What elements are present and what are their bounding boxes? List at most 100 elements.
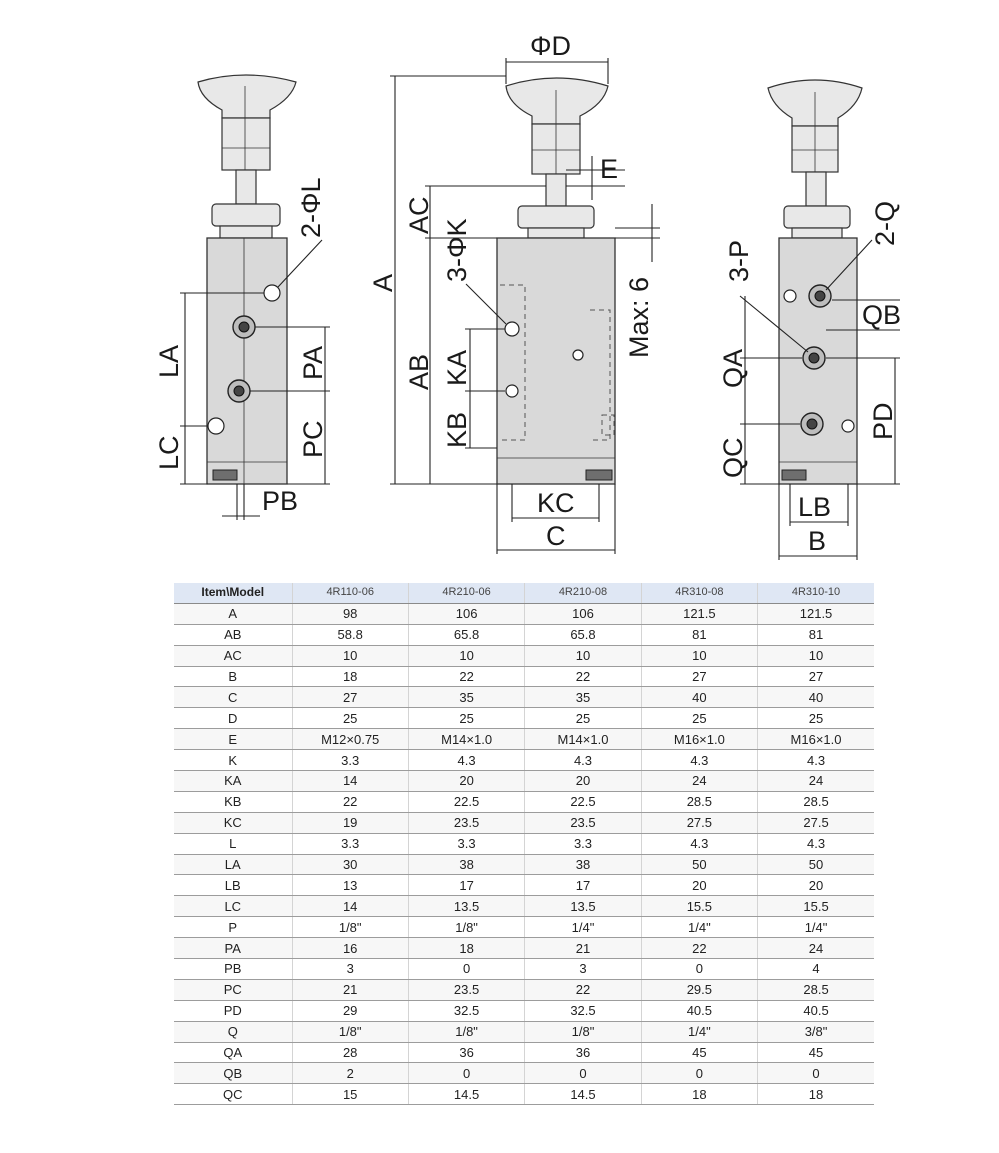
table-item-cell: LC (174, 895, 292, 918)
table-item-cell: AC (174, 645, 292, 667)
table-item-cell: KB (174, 791, 292, 813)
table-value-cell: 21 (291, 979, 409, 1001)
label-lc: LC (154, 435, 184, 470)
table-item-cell: PA (174, 937, 292, 960)
table-item-cell: LB (174, 874, 292, 897)
table-value-cell: 4.3 (757, 833, 874, 855)
center-plunger (545, 173, 567, 207)
table-value-cell: 1/4" (524, 916, 642, 939)
table-value-cell: 25 (407, 707, 525, 730)
left-view: 2-ΦL LA PA PC LC PB (154, 74, 330, 520)
left-knob-stem (221, 117, 271, 171)
table-value-cell: 14.5 (407, 1083, 525, 1106)
table-value-cell: 14 (291, 895, 409, 918)
table-value-cell: 24 (757, 937, 874, 960)
label-qc: QC (718, 438, 748, 479)
table-item-cell: LA (174, 854, 292, 876)
left-knob (197, 74, 297, 119)
center-view: ΦD E A AC AB KA KB 3-ΦK Max: 6 (368, 31, 660, 554)
table-value-cell: 10 (524, 645, 642, 667)
label-b: B (808, 526, 826, 556)
table-value-cell: 4 (757, 958, 874, 980)
table-value-cell: 27.5 (640, 812, 758, 834)
table-value-cell: 20 (640, 874, 758, 897)
table-value-cell: 10 (640, 645, 758, 667)
table-value-cell: 0 (524, 1062, 642, 1085)
table-value-cell: 25 (524, 707, 642, 730)
table-value-cell: 22 (407, 666, 525, 688)
table-value-cell: 13.5 (524, 895, 642, 918)
table-header-cell: 4R310-08 (640, 583, 758, 604)
table-value-cell: 24 (757, 770, 874, 792)
table-value-cell: 13 (291, 874, 409, 897)
table-value-cell: 0 (757, 1062, 874, 1085)
table-value-cell: 28.5 (640, 791, 758, 813)
left-mount-hole-bottom (207, 417, 225, 435)
table-value-cell: 81 (757, 624, 874, 646)
label-2-phi-l: 2-ΦL (296, 177, 326, 238)
table-value-cell: 35 (407, 686, 525, 709)
table-value-cell: 4.3 (524, 749, 642, 772)
left-nut (211, 203, 281, 227)
table-value-cell: 1/8" (407, 916, 525, 939)
table-item-cell: QA (174, 1042, 292, 1064)
table-value-cell: 1/8" (407, 1021, 525, 1043)
table-value-cell: 18 (757, 1083, 874, 1106)
table-value-cell: 29.5 (640, 979, 758, 1001)
table-value-cell: 28.5 (757, 791, 874, 813)
table-value-cell: 20 (407, 770, 525, 792)
right-hole-top (783, 289, 797, 303)
table-value-cell: M16×1.0 (640, 728, 758, 751)
table-value-cell: M14×1.0 (407, 728, 525, 751)
label-lb: LB (798, 492, 831, 522)
right-view: 3-P 2-Q QB QA QC PD LB B (718, 79, 901, 560)
table-item-cell: E (174, 728, 292, 751)
table-value-cell: M12×0.75 (291, 728, 409, 751)
table-value-cell: 32.5 (407, 1000, 525, 1022)
table-value-cell: 3 (291, 958, 409, 980)
left-base-slot (212, 469, 238, 481)
center-valve-body (496, 237, 616, 485)
table-value-cell: 25 (757, 707, 874, 730)
label-a: A (368, 274, 398, 292)
table-value-cell: 40.5 (757, 1000, 874, 1022)
table-value-cell: 13.5 (407, 895, 525, 918)
table-value-cell: 40 (640, 686, 758, 709)
label-c: C (546, 521, 566, 551)
table-value-cell: 23.5 (524, 812, 642, 834)
table-value-cell: 24 (640, 770, 758, 792)
table-value-cell: 25 (640, 707, 758, 730)
table-item-cell: QB (174, 1062, 292, 1085)
table-item-cell: D (174, 707, 292, 730)
table-value-cell: 1/8" (291, 916, 409, 939)
table-value-cell: M14×1.0 (524, 728, 642, 751)
label-qa: QA (718, 349, 748, 388)
table-value-cell: 19 (291, 812, 409, 834)
table-value-cell: 28 (291, 1042, 409, 1064)
table-value-cell: 20 (524, 770, 642, 792)
table-value-cell: 1/4" (640, 1021, 758, 1043)
table-value-cell: 30 (291, 854, 409, 876)
table-value-cell: 18 (640, 1083, 758, 1106)
table-value-cell: 38 (524, 854, 642, 876)
table-value-cell: 1/8" (291, 1021, 409, 1043)
table-value-cell: 3.3 (291, 749, 409, 772)
table-value-cell: 22.5 (407, 791, 525, 813)
table-value-cell: 17 (407, 874, 525, 897)
table-value-cell: 38 (407, 854, 525, 876)
table-item-cell: L (174, 833, 292, 855)
table-value-cell: 18 (291, 666, 409, 688)
table-value-cell: 3.3 (291, 833, 409, 855)
table-value-cell: 4.3 (640, 833, 758, 855)
table-value-cell: 10 (757, 645, 874, 667)
table-header-cell: 4R110-06 (291, 583, 409, 604)
